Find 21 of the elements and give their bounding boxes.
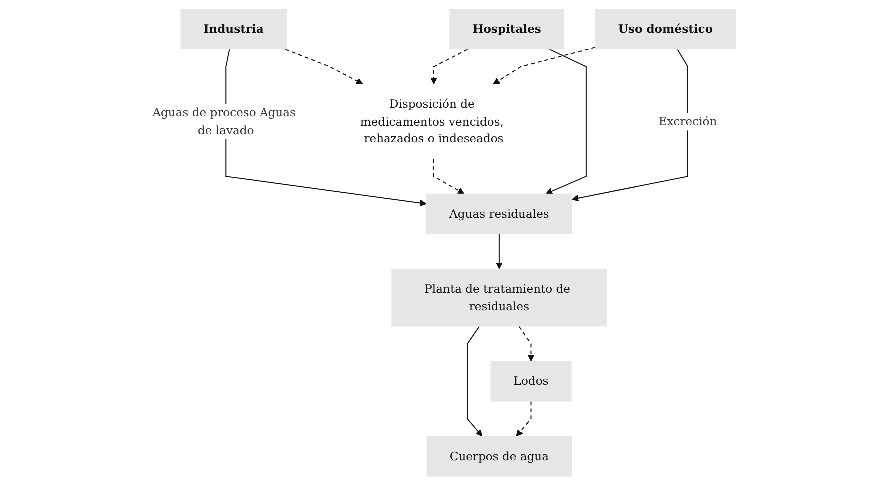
node-box: Aguas residuales <box>426 194 573 234</box>
arrow <box>430 49 469 85</box>
arrow <box>572 49 689 202</box>
node-box: Hospitales <box>450 9 565 50</box>
arrow <box>516 401 532 437</box>
node-box: Planta de tratamiento de residuales <box>392 268 608 327</box>
arrow <box>286 49 364 85</box>
node-box: Industria <box>181 9 288 50</box>
arrow <box>494 47 596 85</box>
arrow <box>546 49 588 195</box>
node-box: Uso doméstico <box>596 9 736 50</box>
node-box: Cuerpos de agua <box>427 436 572 477</box>
arrow <box>434 158 465 194</box>
arrow <box>519 326 535 362</box>
arrow <box>496 234 504 270</box>
arrow <box>226 49 428 207</box>
edge-label: Aguas de proceso Aguas de lavado <box>153 106 296 138</box>
edge-label: Excreción <box>659 114 718 128</box>
node-box: Lodos <box>491 361 572 402</box>
node-text: Disposición de medicamentos vencidos, rehazados o indeseados <box>360 97 504 146</box>
arrow <box>467 326 483 437</box>
